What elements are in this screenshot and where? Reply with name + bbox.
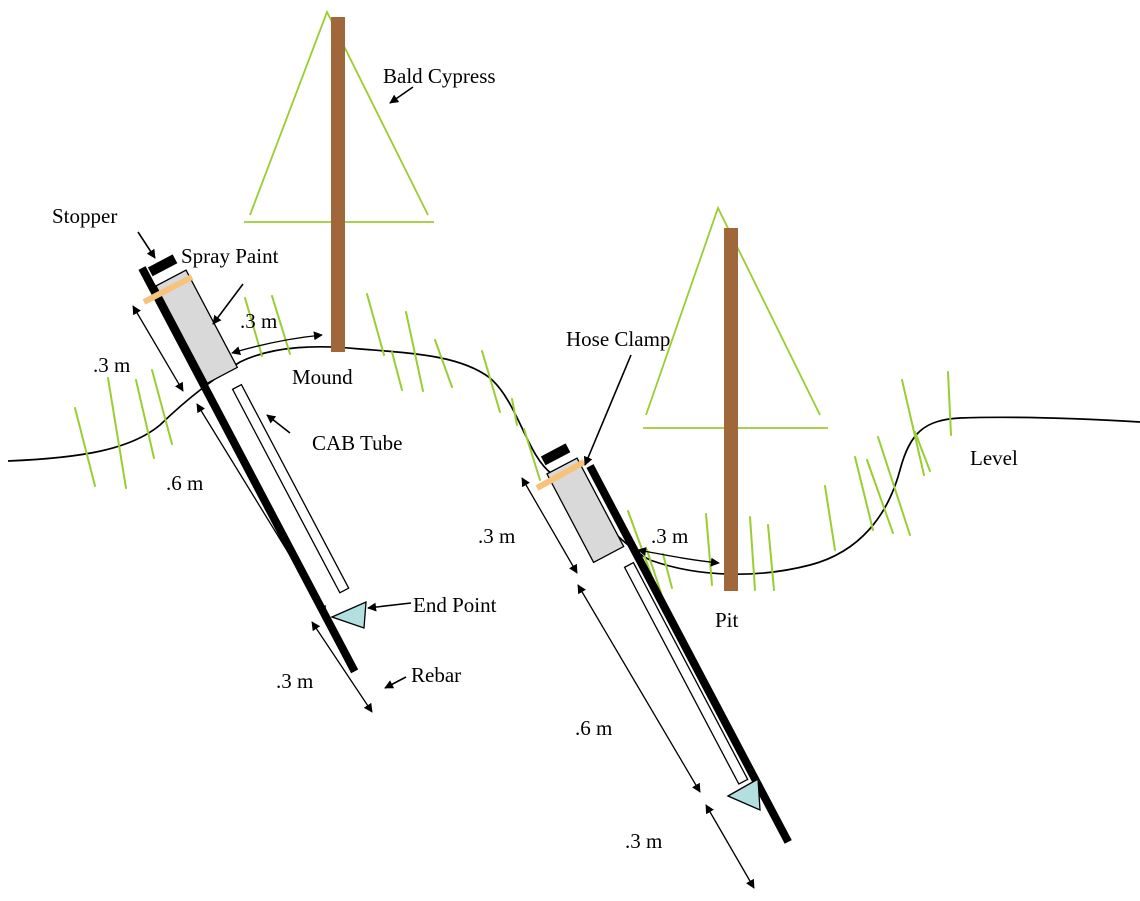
pointer-cab-tube: [266, 414, 291, 434]
pointer-end-point: [367, 602, 412, 612]
dim-right-lower: [705, 804, 755, 889]
dim-left-upper: [132, 305, 184, 392]
dim-label-right-offset: .3 m: [651, 524, 688, 548]
label-mound: Mound: [292, 365, 353, 389]
tree-canopy-pit: [645, 205, 821, 416]
dim-label-right-lower: .3 m: [625, 829, 662, 853]
spray-paint-band-left: [142, 274, 194, 305]
right-dimension-lines: [521, 477, 755, 889]
dim-label-right-upper: .3 m: [478, 524, 515, 548]
label-stopper: Stopper: [52, 204, 117, 228]
cab-tube-lower-left: [231, 383, 350, 594]
dim-label-left-middle: .6 m: [166, 471, 203, 495]
tree-trunk-mound: [331, 17, 345, 352]
rebar-right: [586, 464, 792, 844]
dim-left-offset: [231, 331, 323, 355]
label-pointers: [137, 86, 632, 689]
dim-right-upper: [521, 477, 578, 574]
stopper-right: [540, 443, 571, 466]
label-bald-cypress: Bald Cypress: [383, 64, 496, 88]
label-spray-paint: Spray Paint: [181, 244, 279, 268]
end-point-left: [330, 600, 367, 629]
dim-left-lower: [311, 621, 373, 713]
tree-canopy-mound: [249, 9, 429, 216]
dim-right-offset: [637, 547, 720, 567]
end-point-right: [726, 777, 761, 812]
bald-cypress-tree-mound: [244, 9, 434, 352]
labels: Bald Cypress Stopper Spray Paint Mound C…: [52, 64, 1018, 853]
pointer-rebar: [384, 676, 407, 689]
right-well-assembly: [535, 443, 792, 844]
label-hose-clamp: Hose Clamp: [566, 327, 670, 351]
dim-right-middle: [577, 584, 701, 793]
label-level: Level: [970, 446, 1018, 470]
label-rebar: Rebar: [411, 663, 461, 687]
left-dimension-lines: [132, 305, 373, 713]
tree-trunk-pit: [724, 228, 738, 591]
dim-label-left-lower: .3 m: [276, 669, 313, 693]
pointer-hose-clamp: [583, 354, 632, 466]
label-cab-tube: CAB Tube: [312, 431, 402, 455]
bald-cypress-tree-pit: [643, 205, 828, 591]
pointer-spray-paint: [212, 283, 244, 325]
dim-left-middle: [196, 403, 327, 615]
label-end-point: End Point: [413, 593, 497, 617]
dim-label-left-offset: .3 m: [240, 309, 277, 333]
dim-label-left-upper: .3 m: [93, 353, 130, 377]
cab-tube-lower-right: [623, 561, 749, 785]
dim-label-right-middle: .6 m: [575, 716, 612, 740]
label-pit: Pit: [715, 608, 739, 632]
pointer-bald-cypress: [389, 86, 414, 104]
pointer-stopper: [137, 231, 156, 259]
stopper-left: [147, 254, 178, 277]
